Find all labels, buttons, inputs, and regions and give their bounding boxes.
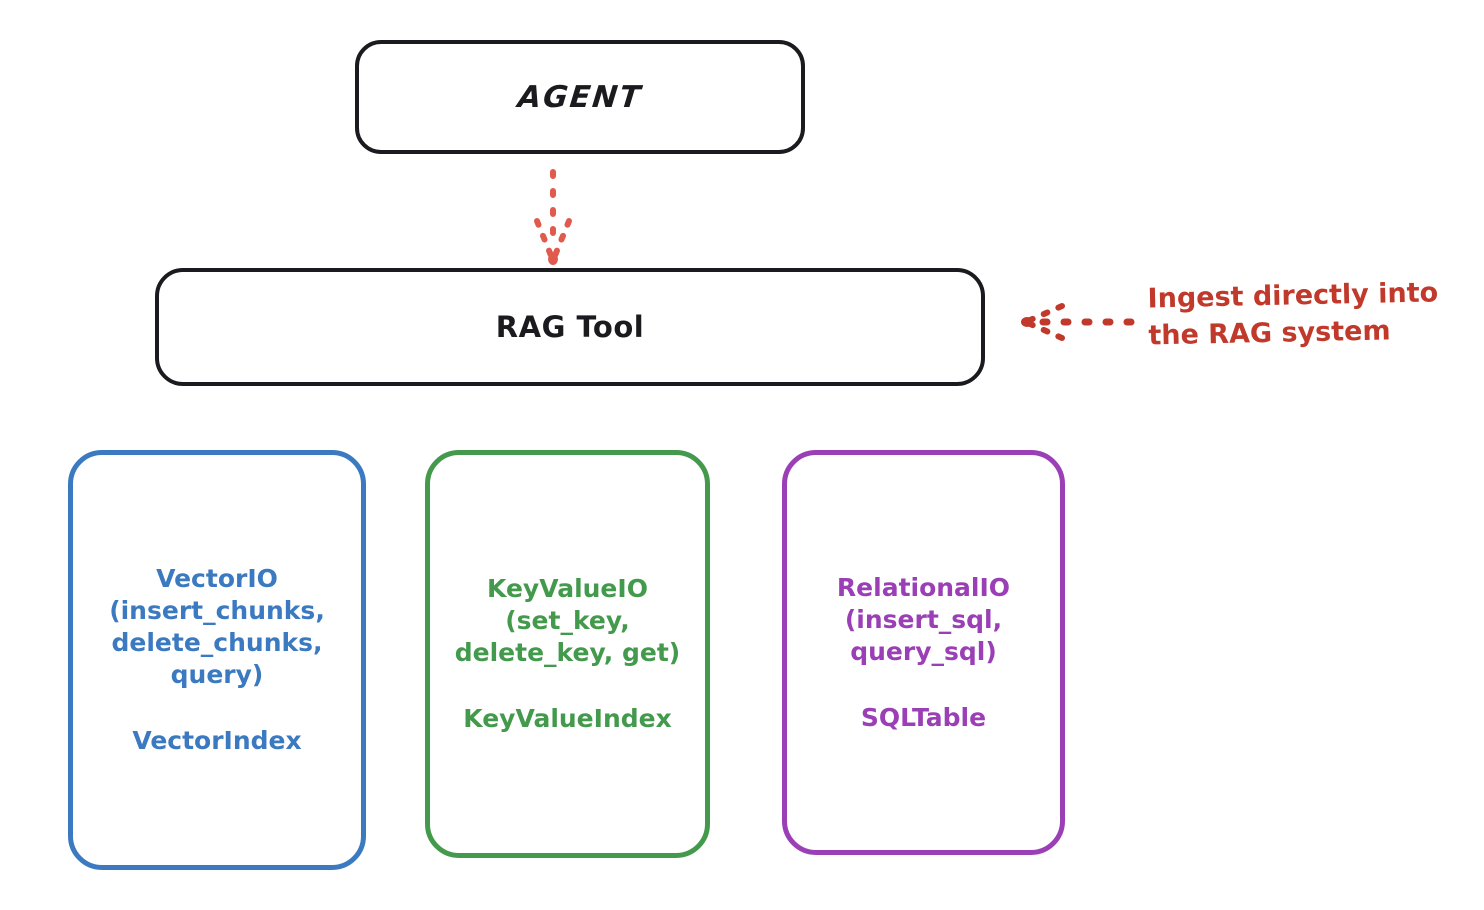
arrow-ingest-to-rag-tool — [1021, 303, 1135, 341]
node-relational-io-title: RelationalIO (insert_sql, query_sql) — [836, 572, 1011, 666]
node-key-value-io[interactable]: KeyValueIO (set_key, delete_key, get) Ke… — [425, 450, 710, 858]
node-agent[interactable]: AGENT — [355, 40, 805, 154]
node-vector-io-subtitle: VectorIndex — [132, 726, 302, 755]
node-relational-io-subtitle: SQLTable — [860, 702, 987, 732]
node-vector-io[interactable]: VectorIO (insert_chunks, delete_chunks, … — [68, 450, 366, 870]
node-key-value-io-subtitle: KeyValueIndex — [463, 704, 672, 733]
arrowhead-lower-wing-left — [1025, 320, 1065, 341]
annotation-ingest-directly: Ingest directly into the RAG system — [1147, 277, 1439, 352]
arrowhead-right-wing-down — [551, 218, 572, 261]
node-agent-label: AGENT — [516, 79, 644, 115]
arrow-agent-to-rag-tool — [534, 169, 572, 265]
node-rag-tool-label: RAG Tool — [495, 310, 645, 344]
node-relational-io[interactable]: RelationalIO (insert_sql, query_sql) SQL… — [782, 450, 1065, 855]
arrowhead-upper-wing-left — [1025, 303, 1065, 324]
arrowhead-tip-left — [1021, 317, 1033, 327]
node-vector-io-title: VectorIO (insert_chunks, delete_chunks, … — [109, 564, 325, 689]
node-rag-tool[interactable]: RAG Tool — [155, 268, 985, 386]
arrowhead-left-wing-down — [534, 218, 555, 261]
node-key-value-io-title: KeyValueIO (set_key, delete_key, get) — [454, 574, 681, 667]
arrowhead-tip-down — [548, 253, 558, 265]
